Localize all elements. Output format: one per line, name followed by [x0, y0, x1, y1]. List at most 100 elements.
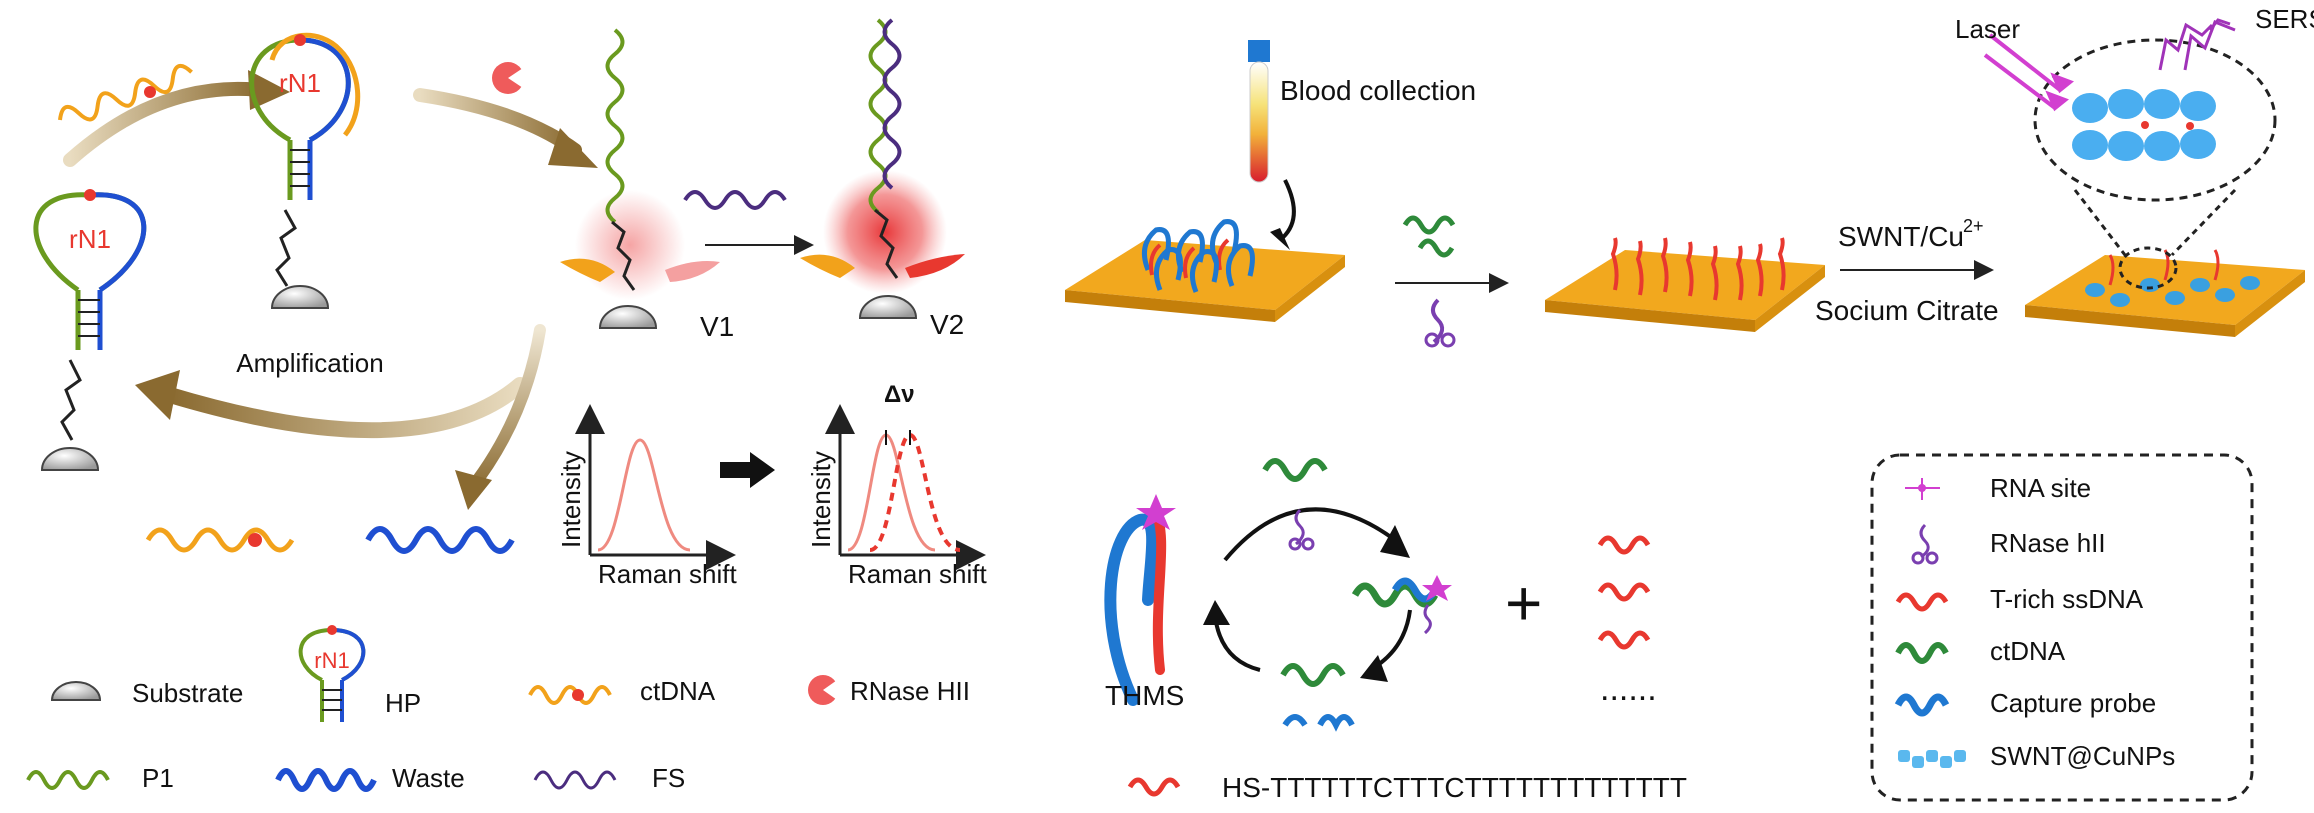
cycle-arc-top — [1223, 507, 1397, 562]
cycle-duplex — [1351, 575, 1452, 635]
incoming-ctdna-strand — [58, 63, 193, 122]
v1-label: V1 — [700, 311, 734, 342]
legend-p1-icon — [26, 770, 110, 790]
right-legend: RNA site RNase hII T-rich ssDNA ctDNA Ca… — [1894, 473, 2175, 771]
raman-shift-delta: Δν — [884, 381, 915, 408]
raman-right-xlabel: Raman shift — [848, 559, 987, 589]
sequence-strand-icon — [1127, 777, 1181, 797]
legend-waste-label: Waste — [392, 763, 465, 793]
v2-label: V2 — [930, 309, 964, 340]
rna-site-marker — [144, 86, 156, 98]
legend-p1-label: P1 — [142, 763, 174, 793]
zoom-large-circle — [2033, 38, 2277, 202]
hairpin-top-label: rN1 — [279, 68, 321, 98]
hairpin-left-label: rN1 — [69, 224, 111, 254]
substrate-icon — [40, 447, 100, 471]
cycle-arrow-top-right — [413, 88, 582, 157]
released-ctdna-strand — [145, 527, 295, 553]
cycle-rnase-top — [1288, 508, 1315, 551]
legend-hp-icon — [298, 625, 366, 722]
released-waste-strand — [365, 526, 515, 554]
legend-swnt-icon — [1898, 750, 1966, 768]
left-legend: Substrate rN1 HP ctDNA RNase HII — [26, 625, 970, 793]
blood-collection-label: Blood collection — [1280, 75, 1476, 106]
legend-hp-inner-label: rN1 — [314, 648, 349, 673]
fs-strand — [683, 190, 787, 210]
laser-beams — [1983, 33, 2074, 112]
cycle-arrowhead-top-left — [248, 70, 290, 110]
legend-ctdna-right-icon — [1895, 642, 1949, 664]
legend-fs-icon — [533, 770, 617, 790]
legend-substrate-icon — [50, 681, 102, 701]
reagent-line2: Socium Citrate — [1815, 295, 1999, 326]
cycle-ctdna-top — [1262, 458, 1328, 482]
legend-ctdna-label: ctDNA — [640, 676, 716, 706]
legend-rnase-hii-icon — [1911, 523, 1939, 565]
legend-ctdna-icon — [528, 685, 612, 705]
raman-right-ylabel: Intensity — [806, 451, 836, 548]
legend-ctdna-right-label: ctDNA — [1990, 636, 2066, 666]
legend-waste-icon — [275, 768, 377, 792]
thms-hairpin — [1104, 494, 1176, 706]
chip-3-nanoparticles — [2085, 249, 2260, 307]
plus-sign: + — [1505, 567, 1542, 639]
thms-label: THMS — [1105, 680, 1184, 711]
chip-1 — [1065, 240, 1345, 322]
hairpin-left: rN1 — [33, 189, 147, 471]
raman-left-ylabel: Intensity — [556, 451, 586, 548]
v1-probe — [560, 28, 720, 329]
left-panel: rN1 rN1 Amplification — [26, 18, 987, 793]
raman-plot-left: Intensity Raman shift — [556, 404, 737, 589]
cycle-capture-bottom — [1282, 714, 1308, 727]
tube-to-chip-arrow — [1278, 179, 1296, 242]
blood-tube-icon — [1248, 40, 1270, 183]
legend-rna-site-label: RNA site — [1990, 473, 2091, 503]
rnase-hii-icon — [492, 62, 526, 94]
raman-plot-right: Δν Intensity Raman shift — [806, 381, 987, 589]
legend-rnase-hii-label: RNase hII — [1990, 528, 2106, 558]
cycle-arrowhead-top-right — [548, 128, 598, 168]
reagent-superscript: 2+ — [1963, 216, 1984, 236]
amplification-label: Amplification — [236, 348, 383, 378]
chip-1-probes — [1141, 219, 1255, 293]
legend-capture-probe-icon — [1894, 693, 1950, 717]
chip-3 — [2025, 255, 2305, 337]
step1-ctdna — [1402, 215, 1456, 235]
right-legend-box — [1870, 453, 2254, 802]
raman-left-xlabel: Raman shift — [598, 559, 737, 589]
v2-probe — [800, 18, 965, 319]
legend-fs-label: FS — [652, 763, 685, 793]
chip-2-strands — [1610, 237, 1786, 301]
sers-label: SERS — [2255, 4, 2314, 34]
legend-substrate-label: Substrate — [132, 678, 243, 708]
cycle-arrowhead-down — [455, 470, 492, 510]
sequence-label: HS-TTTTTTCTTTCTTTTTTTTTTTTT — [1222, 772, 1687, 803]
legend-t-rich-label: T-rich ssDNA — [1990, 584, 2144, 614]
right-panel: Blood collection — [1065, 4, 2314, 803]
legend-rna-site-icon — [1905, 478, 1940, 500]
legend-rnase-icon — [808, 675, 840, 705]
legend-swnt-label: SWNT@CuNPs — [1990, 741, 2175, 771]
cycle-arrow-bottom — [162, 377, 528, 439]
cycle-arrow-top-left — [63, 81, 267, 167]
zoom-nanoparticles — [2072, 89, 2216, 161]
raman-peak-left — [597, 438, 691, 552]
legend-rnase-label: RNase HII — [850, 676, 970, 706]
cycle-arrowhead-bottom — [135, 370, 180, 420]
sers-signal-icon — [2158, 18, 2236, 71]
released-t-rich-strands — [1597, 535, 1651, 650]
plot-transition-arrow — [720, 452, 775, 488]
ellipsis-dots: ...... — [1600, 670, 1657, 708]
cycle-ctdna-bottom — [1280, 663, 1346, 687]
legend-t-rich-icon — [1895, 592, 1949, 612]
raman-peak-right-dashed — [869, 432, 961, 552]
hairpin-top: rN1 — [249, 32, 361, 309]
zoom-small-circle — [2118, 246, 2178, 290]
legend-capture-probe-label: Capture probe — [1990, 688, 2156, 718]
cycle-arrow-down — [464, 324, 546, 496]
legend-hp-label: HP — [385, 688, 421, 718]
laser-label: Laser — [1955, 14, 2020, 44]
step1-rnase-icon — [1424, 298, 1456, 348]
reagent-line1: SWNT/Cu — [1838, 221, 1964, 252]
